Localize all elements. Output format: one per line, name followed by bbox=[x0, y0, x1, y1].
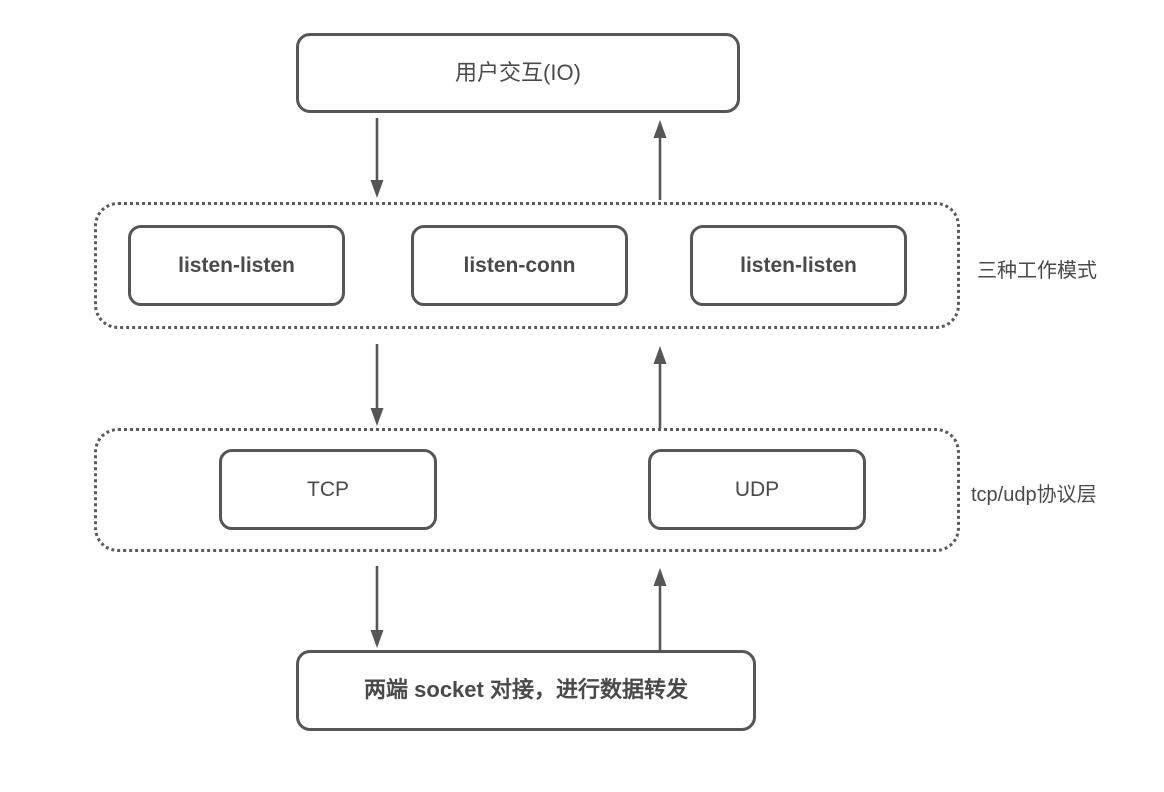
node-user-interaction-io[interactable]: 用户交互(IO) bbox=[296, 33, 740, 113]
arrow-proto-to-modes-up bbox=[653, 346, 667, 428]
node-user-interaction-io-label: 用户交互(IO) bbox=[455, 59, 581, 85]
group-working-modes bbox=[94, 202, 960, 329]
node-socket-forwarding[interactable]: 两端 socket 对接，进行数据转发 bbox=[296, 650, 756, 731]
node-mode-label-3: listen-listen bbox=[740, 253, 857, 277]
node-mode-listen-listen-1[interactable]: listen-listen bbox=[128, 225, 345, 306]
node-protocol-udp[interactable]: UDP bbox=[648, 449, 866, 530]
node-protocol-tcp-label: TCP bbox=[307, 477, 349, 501]
node-mode-listen-conn[interactable]: listen-conn bbox=[411, 225, 628, 306]
arrow-modes-to-proto-down bbox=[370, 344, 384, 426]
node-socket-forwarding-label: 两端 socket 对接，进行数据转发 bbox=[364, 677, 688, 703]
node-mode-label-2: listen-conn bbox=[463, 253, 576, 277]
node-protocol-tcp[interactable]: TCP bbox=[219, 449, 437, 530]
node-mode-listen-listen-2[interactable]: listen-listen bbox=[690, 225, 907, 306]
group-protocol-layer bbox=[94, 428, 960, 552]
arrow-proto-to-socket-down bbox=[370, 566, 384, 648]
node-protocol-udp-label: UDP bbox=[734, 477, 780, 501]
arrow-modes-to-io-up bbox=[653, 120, 667, 200]
arrow-io-to-modes-down bbox=[370, 118, 384, 198]
node-mode-label-1: listen-listen bbox=[178, 253, 295, 277]
side-label-working-modes: 三种工作模式 bbox=[977, 260, 1097, 282]
side-label-protocol-layer: tcp/udp协议层 bbox=[971, 484, 1097, 506]
arrow-socket-to-proto-up bbox=[653, 568, 667, 650]
